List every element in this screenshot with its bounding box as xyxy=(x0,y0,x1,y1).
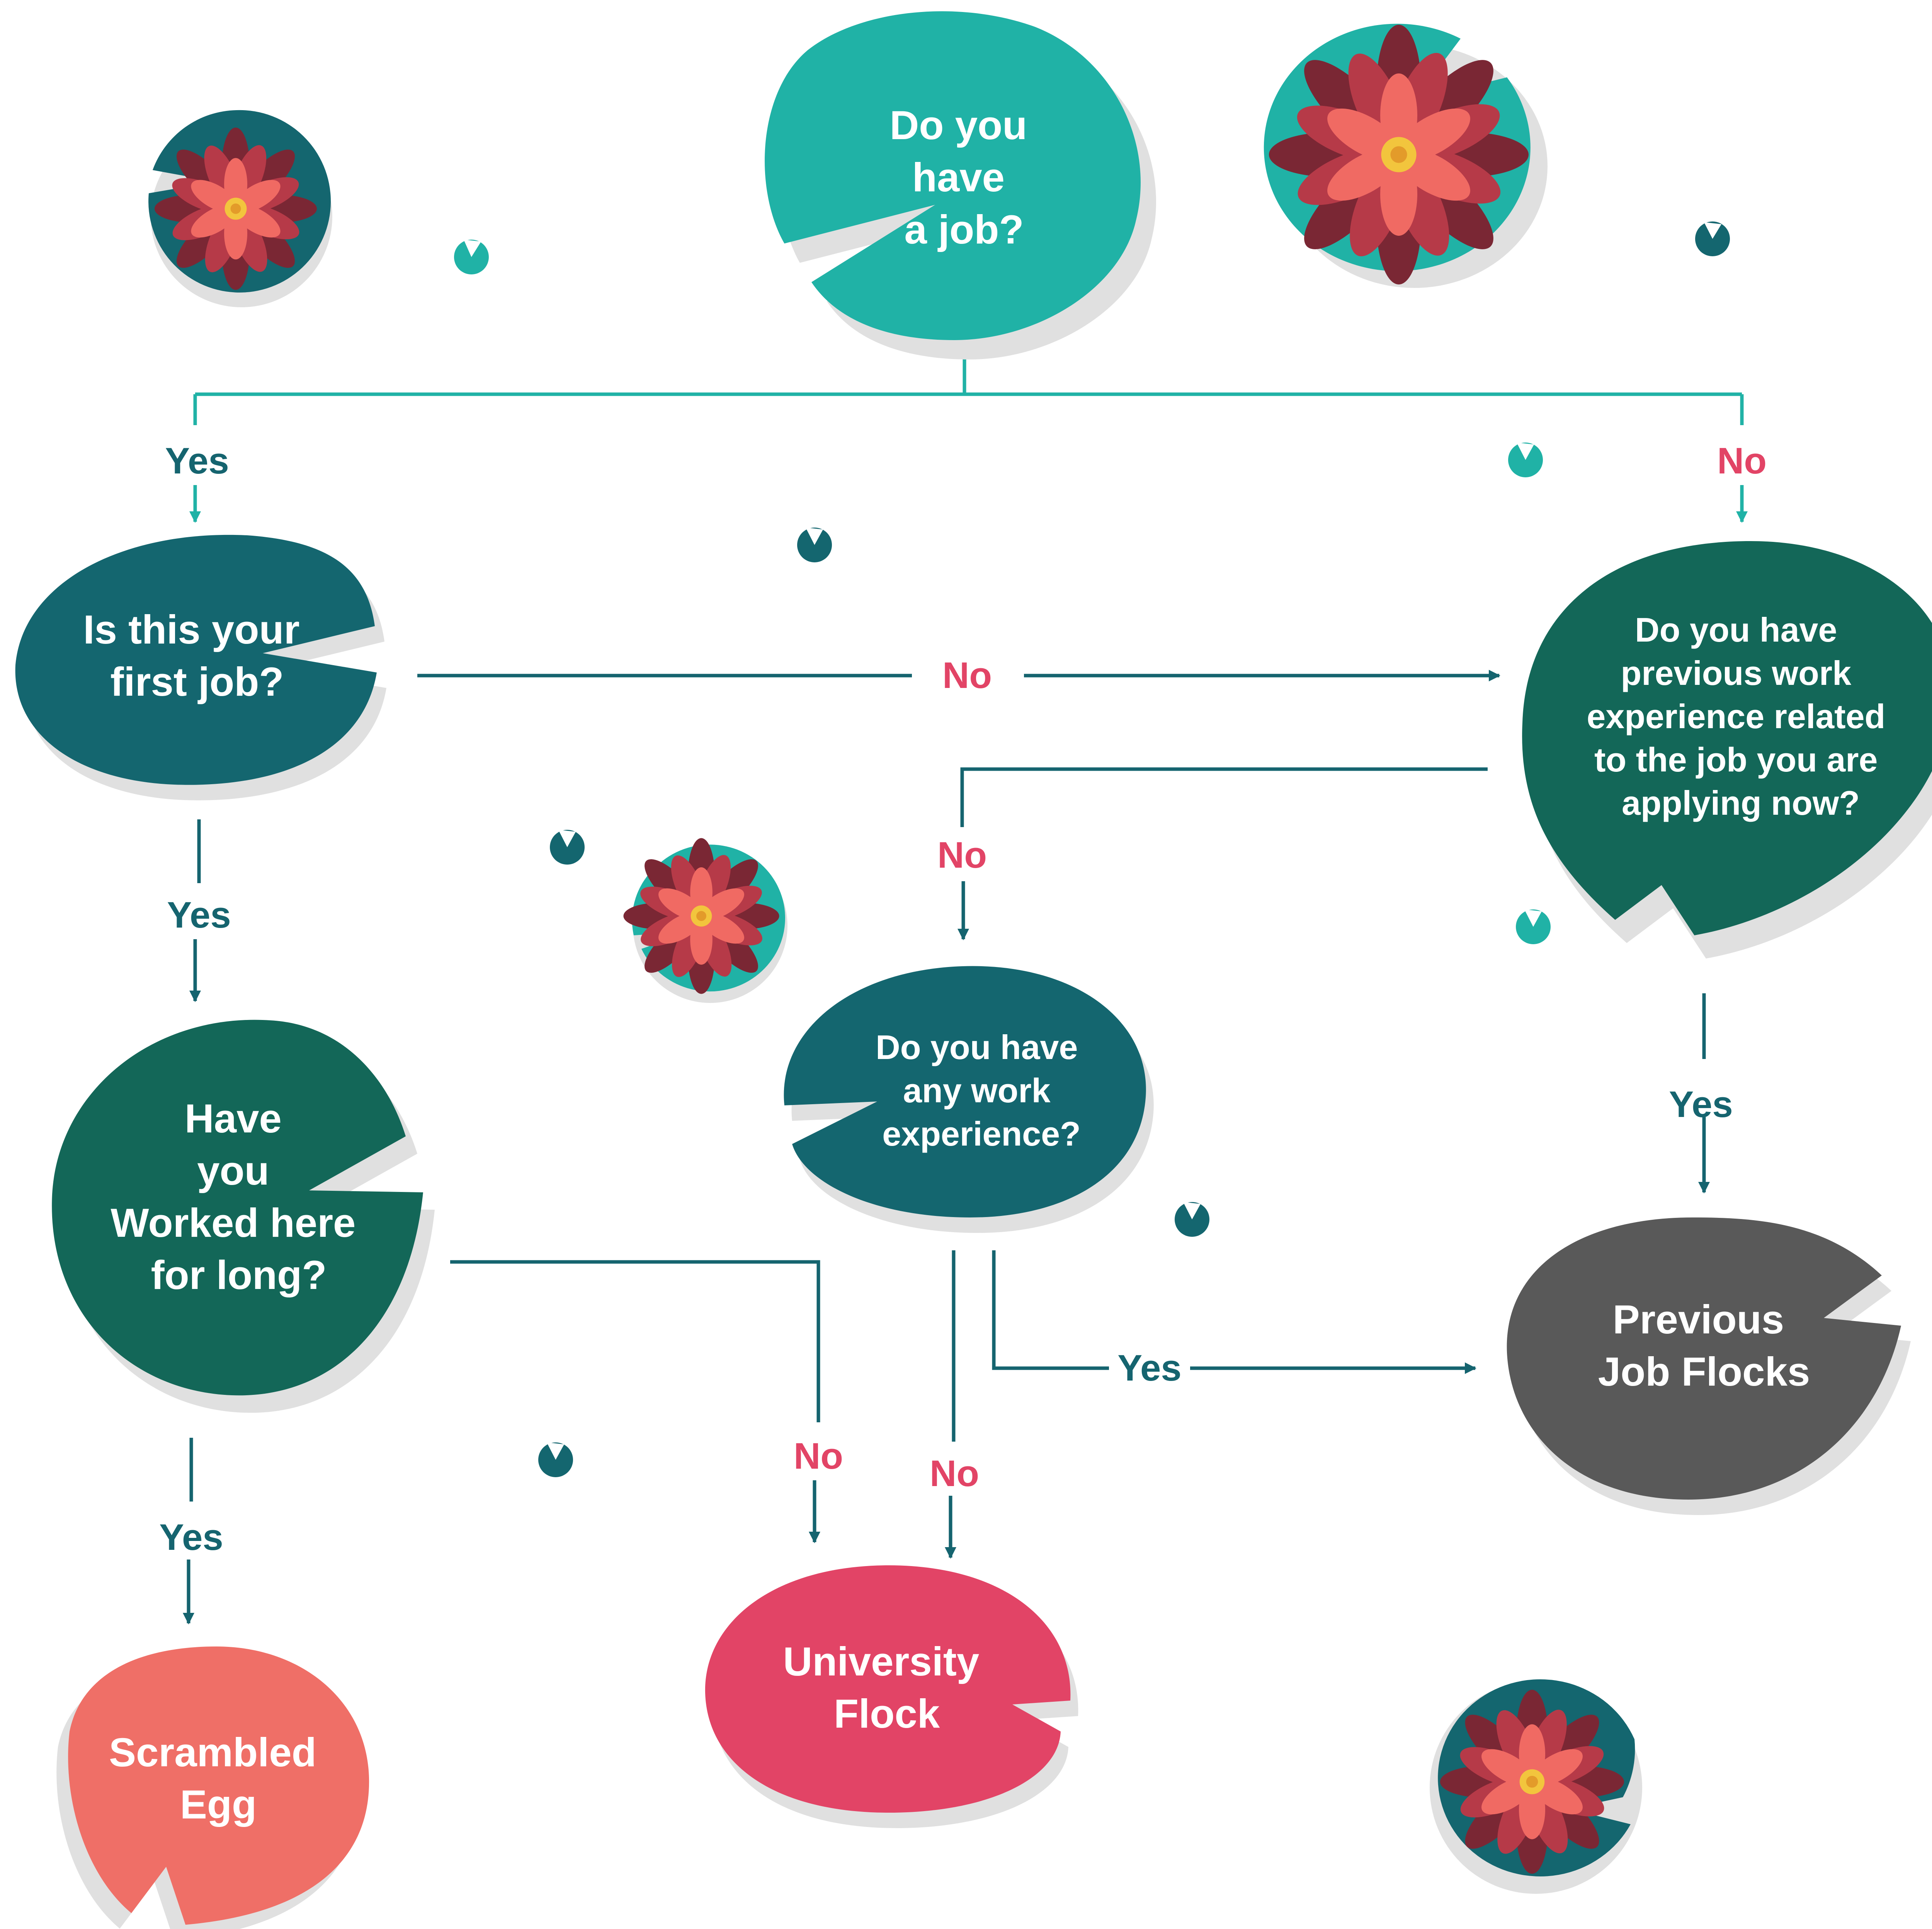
node-first-job[interactable]: Is this your first job? xyxy=(15,535,386,800)
connector-related-no xyxy=(960,767,1488,827)
connectors xyxy=(183,344,1748,1624)
connector-worked-no xyxy=(450,1260,820,1422)
node-any-exp[interactable]: Do you have any work experience? xyxy=(784,966,1154,1233)
lotus-flower-icon xyxy=(1430,1679,1642,1894)
lotus-flower-icon xyxy=(148,110,332,307)
decorations xyxy=(148,24,1730,1894)
node-previous-job-flocks-text: Previous Job Flocks xyxy=(1598,1297,1810,1394)
node-university-flock-text: University Flock xyxy=(783,1639,991,1737)
connector-anyexp-yes-left xyxy=(992,1250,1109,1370)
edge-label-anyexp-yes: Yes xyxy=(1117,1347,1182,1389)
node-university-flock-pad xyxy=(705,1565,1071,1813)
lily-bud-icon xyxy=(454,240,489,274)
node-worked-long-pad xyxy=(52,1020,423,1396)
node-related-exp-pad xyxy=(1522,541,1932,935)
node-related-exp[interactable]: Do you have previous work experience rel… xyxy=(1522,541,1932,959)
lily-bud-icon xyxy=(550,830,585,865)
edge-label-first-job-no: No xyxy=(942,655,992,696)
node-scrambled-egg-text: Scrambled Egg xyxy=(109,1730,328,1827)
edge-label-start-yes: Yes xyxy=(165,440,229,482)
node-scrambled-egg[interactable]: Scrambled Egg xyxy=(56,1646,369,1929)
node-first-job-text: Is this your first job? xyxy=(83,607,311,705)
node-start[interactable]: Do you have a job? xyxy=(765,11,1156,359)
node-scrambled-egg-pad xyxy=(68,1646,369,1925)
node-any-exp-pad xyxy=(784,966,1146,1217)
edge-labels: Yes No No Yes No Yes No Yes No Yes xyxy=(159,440,1767,1558)
lily-bud-icon xyxy=(1516,909,1551,944)
edge-label-start-no: No xyxy=(1717,440,1767,482)
edge-label-worked-no: No xyxy=(794,1435,843,1477)
node-related-exp-text: Do you have previous work experience rel… xyxy=(1587,611,1895,822)
lily-bud-icon xyxy=(1175,1202,1209,1237)
node-previous-job-flocks[interactable]: Previous Job Flocks xyxy=(1507,1217,1911,1515)
node-worked-long[interactable]: Have you Worked here for long? xyxy=(52,1020,435,1413)
lily-bud-icon xyxy=(1508,443,1543,477)
node-previous-job-flocks-pad xyxy=(1507,1217,1901,1500)
node-any-exp-text: Do you have any work experience? xyxy=(876,1028,1087,1153)
edge-label-related-no: No xyxy=(937,834,987,876)
edge-label-related-yes: Yes xyxy=(1669,1084,1733,1125)
lily-bud-icon xyxy=(797,528,832,562)
edge-label-anyexp-no: No xyxy=(930,1453,979,1494)
lily-bud-icon xyxy=(538,1442,573,1477)
edge-label-worked-yes: Yes xyxy=(159,1517,223,1558)
node-worked-long-text: Have you Worked here for long? xyxy=(111,1096,367,1298)
lotus-flower-icon xyxy=(1264,24,1548,288)
edge-label-first-job-yes: Yes xyxy=(167,894,231,936)
node-start-pad xyxy=(765,11,1141,340)
lotus-flower-icon xyxy=(623,838,787,1003)
lily-bud-icon xyxy=(1695,221,1730,256)
node-start-text: Do you have a job? xyxy=(890,103,1039,252)
node-first-job-pad xyxy=(15,535,377,785)
node-university-flock[interactable]: University Flock xyxy=(705,1565,1078,1828)
